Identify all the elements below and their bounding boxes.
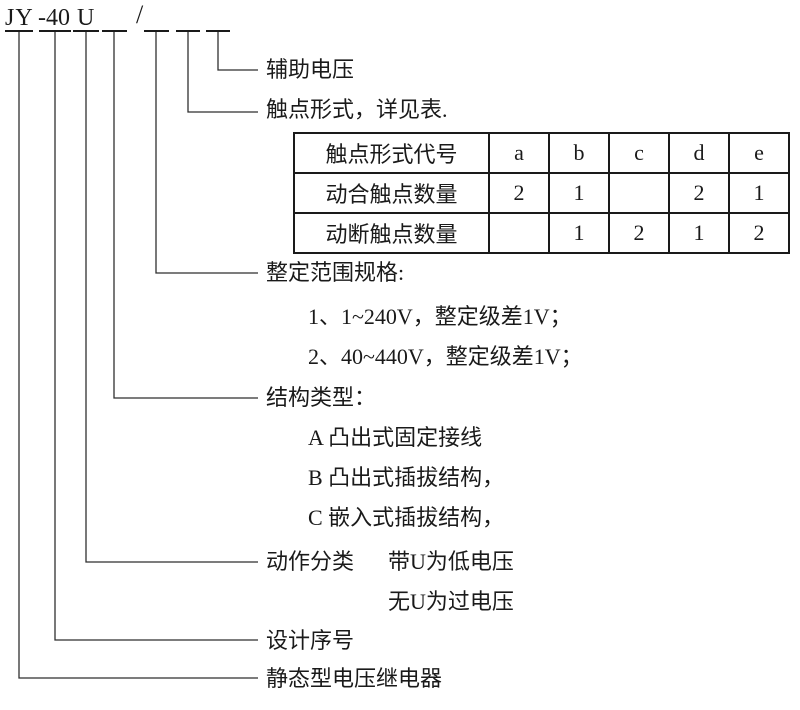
structure-type-option-c: C 嵌入式插拔结构， xyxy=(308,505,505,530)
table-cell: d xyxy=(668,132,730,174)
table-cell: 1 xyxy=(668,212,730,254)
code-design-number: -40 xyxy=(38,5,70,31)
leader-action-class xyxy=(85,32,258,563)
code-series: JY xyxy=(5,5,34,31)
action-class-without-u: 无U为过电压 xyxy=(388,589,514,614)
table-row: 动断触点数量 1 2 1 2 xyxy=(293,212,790,254)
setting-range-option-1: 1、1~240V，整定级差1V； xyxy=(308,304,572,329)
structure-type-option-b: B 凸出式插拔结构， xyxy=(308,465,505,490)
table-cell: c xyxy=(608,132,670,174)
table-cell: 动合触点数量 xyxy=(293,172,490,214)
table-cell: 1 xyxy=(548,172,610,214)
leader-design-serial xyxy=(54,32,258,641)
leader-auxiliary-voltage xyxy=(217,32,258,71)
contact-form-table: 触点形式代号 a b c d e 动合触点数量 2 1 2 1 动断触点数量 1… xyxy=(293,132,790,254)
table-cell: b xyxy=(548,132,610,174)
structure-type-option-a: A 凸出式固定接线 xyxy=(308,425,483,450)
table-cell: 1 xyxy=(728,172,790,214)
table-cell: 2 xyxy=(668,172,730,214)
action-class-with-u: 带U为低电压 xyxy=(388,549,514,574)
table-cell: 2 xyxy=(728,212,790,254)
leader-contact-form xyxy=(187,32,258,113)
leader-product-name xyxy=(18,32,258,679)
table-header-row: 触点形式代号 a b c d e xyxy=(293,132,790,174)
callout-structure-type-title: 结构类型： xyxy=(266,385,377,410)
table-cell xyxy=(488,212,550,254)
table-cell: 2 xyxy=(608,212,670,254)
callout-product-name: 静态型电压继电器 xyxy=(266,666,443,691)
setting-range-option-2: 2、40~440V，整定级差1V； xyxy=(308,344,583,369)
code-action-letter: U xyxy=(77,5,95,31)
callout-action-class-title: 动作分类 xyxy=(266,549,355,574)
callout-setting-range-title: 整定范围规格: xyxy=(266,260,405,285)
callout-auxiliary-voltage: 辅助电压 xyxy=(266,57,355,82)
code-separator-slash: / xyxy=(136,0,144,29)
table-cell: a xyxy=(488,132,550,174)
leader-structure-type xyxy=(113,32,258,399)
table-cell xyxy=(608,172,670,214)
table-row: 动合触点数量 2 1 2 1 xyxy=(293,172,790,214)
table-cell: e xyxy=(728,132,790,174)
table-cell: 触点形式代号 xyxy=(293,132,490,174)
callout-design-serial: 设计序号 xyxy=(266,628,355,653)
callout-contact-form: 触点形式，详见表. xyxy=(266,97,448,122)
table-cell: 动断触点数量 xyxy=(293,212,490,254)
table-cell: 2 xyxy=(488,172,550,214)
table-cell: 1 xyxy=(548,212,610,254)
leader-setting-range xyxy=(155,32,258,274)
